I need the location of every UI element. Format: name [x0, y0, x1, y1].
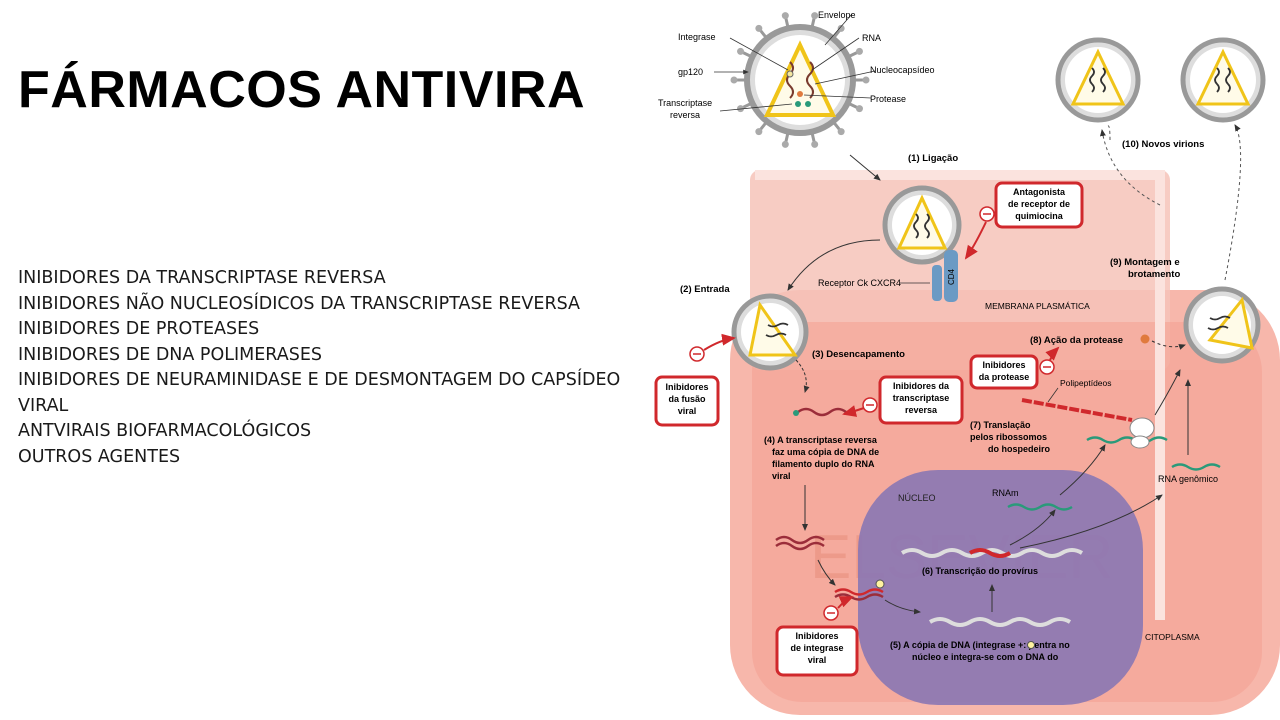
viral-rna [797, 407, 847, 417]
drug-box-rt [878, 375, 964, 425]
step-7-line: pelos ribossomos [970, 432, 1047, 442]
drug-box-integrase [775, 625, 859, 677]
bullet-item: INIBIDORES DA TRANSCRIPTASE REVERSA [18, 268, 386, 288]
rt-label-line2: reversa [670, 110, 700, 120]
rna-label: RNA [862, 33, 881, 43]
step-9-line: brotamento [1128, 269, 1180, 280]
ribosome [1129, 417, 1155, 439]
drug-box-protease [969, 354, 1039, 390]
step-7-line: do hospedeiro [988, 444, 1051, 454]
integrase-label: Integrase [678, 32, 716, 42]
step-1-label: (1) Ligação [908, 153, 958, 164]
binding-virion [882, 185, 962, 265]
drug-integrase-line: de integrase [790, 643, 843, 653]
drug-box-chemokine [994, 181, 1084, 229]
cytoplasm-label: CITOPLASMA [1145, 632, 1200, 642]
bullet-item: OUTROS AGENTES [18, 446, 181, 467]
bullet-item: INIBIDORES DE DNA POLIMERASES [18, 344, 323, 365]
budding-virion [1183, 286, 1261, 364]
drug-integrase-line: Inibidores [795, 631, 838, 641]
cxcr4-receptor [932, 265, 942, 301]
virion-main [730, 12, 870, 148]
step-4-line: faz uma cópia de DNA de [772, 447, 879, 457]
step-5-line: (5) A cópia de DNA (integrase +: ) entra… [890, 640, 1070, 650]
receptor-label: Receptor Ck CXCR4 [818, 278, 901, 288]
step-9-line: (9) Montagem e [1110, 257, 1180, 268]
bullet-item: INIBIDORES NÃO NUCLEOSÍDICOS DA TRANSCRI… [18, 293, 581, 314]
polypeptides-label: Polipeptídeos [1060, 378, 1112, 388]
host-dna [928, 617, 1072, 627]
nucleus-label: NÚCLEO [898, 493, 936, 503]
provirus-dna [900, 548, 1084, 558]
slide-title: FÁRMACOS ANTIVIRA [18, 61, 585, 119]
new-virion [1055, 37, 1141, 123]
step-4-line: (4) A transcriptase reversa [764, 435, 878, 445]
protease-label: Protease [870, 94, 906, 104]
drug-fusion-line: viral [678, 406, 697, 416]
drug-rt-line: reversa [905, 405, 938, 415]
nucleus [858, 470, 1143, 705]
drug-protease-line: Inibidores [982, 360, 1025, 370]
step-7-line: (7) Translação [970, 420, 1031, 430]
genomic-rna-label: RNA genômico [1158, 474, 1218, 484]
step-4-line: filamento duplo do RNA [772, 459, 875, 469]
step-8-label: (8) Ação da protease [1030, 335, 1123, 346]
drug-chemokine-line: Antagonista [1013, 187, 1066, 197]
membrane-label: MEMBRANA PLASMÁTICA [985, 301, 1090, 311]
new-virion [1180, 37, 1266, 123]
drug-protease-line: da protease [979, 372, 1030, 382]
bullet-list: INIBIDORES DA TRANSCRIPTASE REVERSA INIB… [18, 266, 648, 470]
cd4-label: CD4 [947, 268, 956, 285]
polypeptide-chain [1021, 398, 1133, 422]
genomic-rna [1171, 463, 1221, 471]
dna-copy [775, 535, 825, 545]
drug-chemokine-line: de receptor de [1008, 199, 1070, 209]
protease-icon [1140, 334, 1150, 344]
drug-box-fusion [654, 375, 720, 427]
hiv-lifecycle-diagram: ELSEVIER NÚCLEO Integrase Envelope RNA g… [654, 10, 1280, 715]
step-3-label: (3) Desencapamento [812, 349, 905, 360]
drug-integrase-line: viral [808, 655, 827, 665]
envelope-label: Envelope [818, 10, 856, 20]
mrna-translated [1086, 436, 1168, 444]
step-2-label: (2) Entrada [680, 284, 730, 295]
step-5-line: núcleo e integra-se com o DNA do [912, 652, 1059, 662]
gp120-label: gp120 [678, 67, 703, 77]
bullet-item: INIBIDORES DE PROTEASES [18, 319, 260, 339]
nucleocapsid-label: Nucleocapsídeo [870, 65, 935, 75]
step-6-label: (6) Transcrição do provírus [922, 566, 1038, 576]
step-10-label: (10) Novos virions [1122, 139, 1204, 150]
cd4-receptor [944, 250, 958, 302]
drug-fusion-line: da fusão [668, 394, 706, 404]
mrna-strand [1007, 503, 1073, 511]
cell-highlight [755, 170, 1165, 620]
drug-fusion-line: Inibidores [665, 382, 708, 392]
drug-rt-line: Inibidores da [893, 381, 950, 391]
drug-rt-line: transcriptase [893, 393, 950, 403]
drug-chemokine-line: quimiocina [1015, 211, 1063, 221]
bullet-item: ANTVIRAIS BIOFARMACOLÓGICOS [18, 421, 312, 441]
step-4-line: viral [772, 471, 791, 481]
rt-label-line1: Transcriptase [658, 98, 712, 108]
entering-virion [731, 293, 809, 371]
bullet-item: INIBIDORES DE NEURAMINIDASE E DE DESMONT… [18, 370, 621, 416]
mrna-label: RNAm [992, 488, 1019, 498]
